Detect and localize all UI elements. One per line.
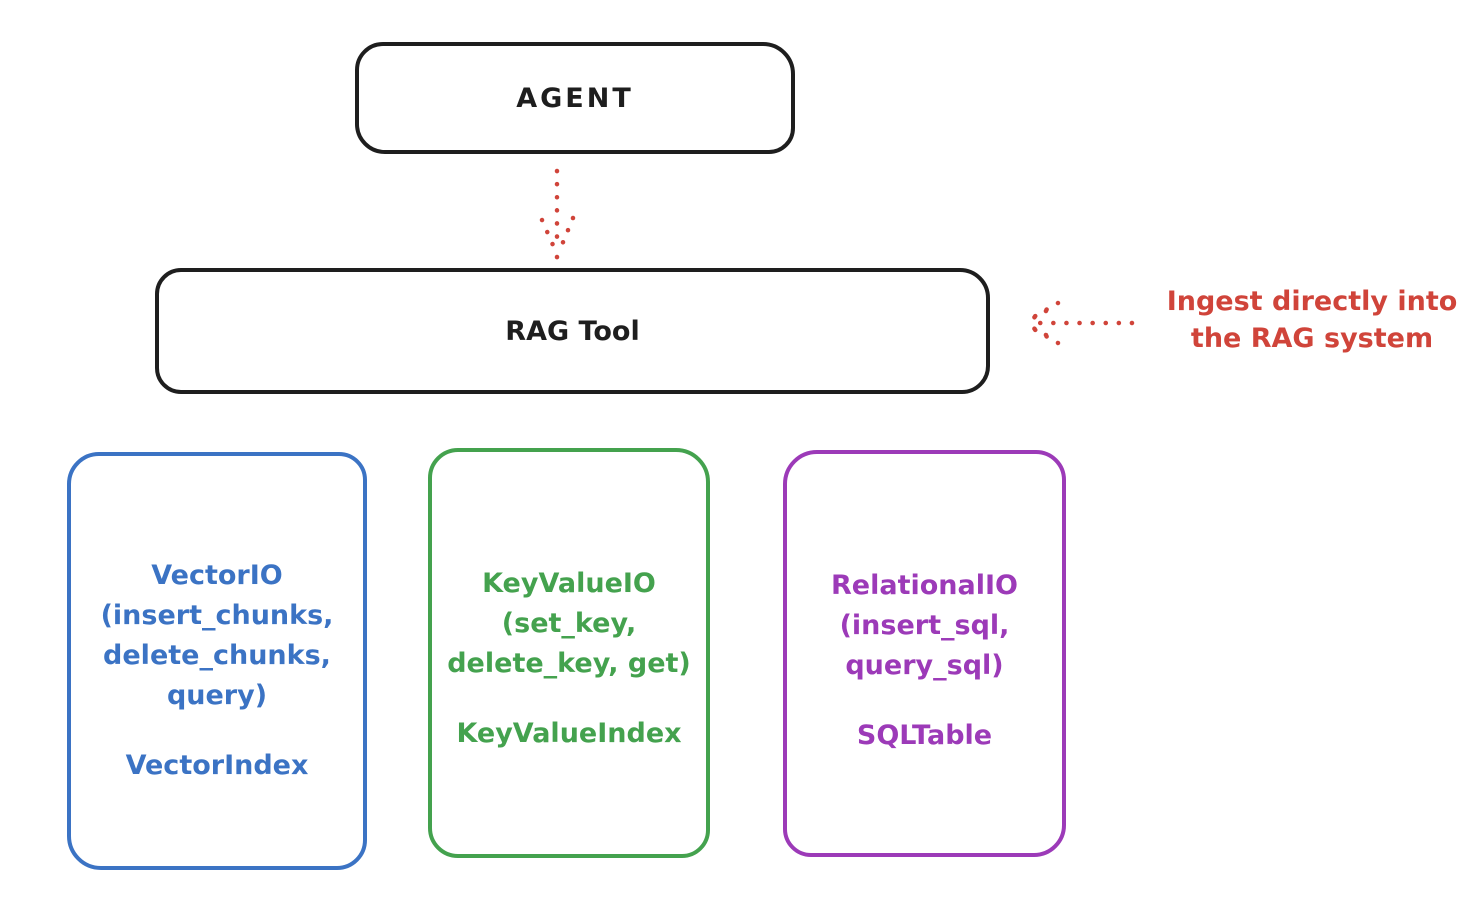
agent-to-ragtool-arrow xyxy=(539,168,576,260)
vector-index-label: VectorIndex xyxy=(125,750,309,781)
keyvalue-index-label: KeyValueIndex xyxy=(456,718,682,749)
ingest-annotation-line2: the RAG system xyxy=(1190,323,1434,354)
vector-io-line: delete_chunks, xyxy=(103,640,331,671)
rag-tool-node-label: RAG Tool xyxy=(505,315,640,347)
keyvalue-io-line: delete_key, get) xyxy=(447,648,691,679)
vector-io-line: (insert_chunks, xyxy=(100,600,334,631)
sql-table-label: SQLTable xyxy=(856,720,993,751)
vector-io-line: VectorIO xyxy=(151,560,283,591)
relational-io-line: (insert_sql, xyxy=(839,610,1010,641)
rag-tool-node: RAG Tool xyxy=(155,268,990,394)
keyvalue-io-line: KeyValueIO xyxy=(482,568,656,599)
ingest-annotation-line1: Ingest directly into xyxy=(1166,286,1458,317)
ingest-annotation-arrow xyxy=(1021,300,1135,346)
ingest-annotation: Ingest directly into the RAG system xyxy=(1140,283,1484,357)
vector-io-line: query) xyxy=(166,680,268,711)
agent-node: AGENT xyxy=(355,42,795,154)
relational-io-node: RelationalIO (insert_sql, query_sql) SQL… xyxy=(783,450,1066,857)
relational-io-line: query_sql) xyxy=(845,650,1004,681)
vector-io-node: VectorIO (insert_chunks, delete_chunks, … xyxy=(67,452,367,870)
keyvalue-io-node: KeyValueIO (set_key, delete_key, get) Ke… xyxy=(428,448,710,858)
agent-node-label: AGENT xyxy=(516,82,634,114)
relational-io-line: RelationalIO xyxy=(831,570,1018,601)
keyvalue-io-line: (set_key, xyxy=(501,608,637,639)
